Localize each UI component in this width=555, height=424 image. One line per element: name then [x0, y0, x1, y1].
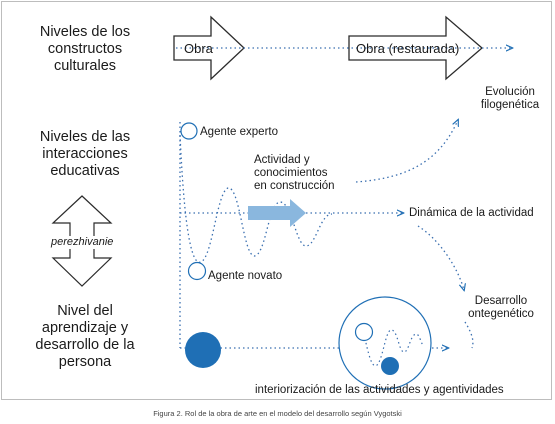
- figure-caption: Figura 2. Rol de la obra de arte en el m…: [153, 409, 402, 418]
- desarrollo-label: Desarrollo ontegenético: [468, 295, 534, 320]
- obra-label: Obra: [184, 41, 213, 56]
- ontogenetic-down-curve: [464, 321, 474, 349]
- agente-experto-label: Agente experto: [200, 126, 279, 138]
- cultural-level-label: Niveles de los constructos culturales: [39, 24, 131, 74]
- dinamica-label: Dinámica de la actividad: [409, 207, 534, 219]
- learning-level-label: Nivel del aprendizaje y desarrollo de la…: [35, 303, 135, 370]
- actividad-label: Actividad y conocimientos en construcció…: [254, 154, 335, 192]
- perezhivanie-label: perezhivanie: [51, 236, 114, 249]
- expert-agent-circle: [180, 122, 198, 140]
- obra-restaurada-label: Obra (restaurada): [356, 41, 460, 56]
- figure-frame: [1, 1, 552, 400]
- phylogenetic-curve: [355, 120, 458, 183]
- activity-construction-arrow: [248, 199, 306, 227]
- interiorizacion-label: interiorización de las actividades y age…: [255, 384, 504, 396]
- ontogenetic-curve: [417, 225, 464, 290]
- novice-agent-circle: [187, 261, 207, 281]
- internalization-expert-circle: [354, 322, 374, 342]
- internalization-circle: [338, 296, 432, 390]
- person-circle: [185, 332, 221, 368]
- evolucion-label: Evolución filogenética: [480, 86, 540, 111]
- internalization-wave: [363, 329, 425, 367]
- agente-novato-label: Agente novato: [208, 270, 283, 282]
- internalization-person-circle: [381, 357, 399, 375]
- interaction-level-label: Niveles de las interacciones educativas: [39, 129, 131, 179]
